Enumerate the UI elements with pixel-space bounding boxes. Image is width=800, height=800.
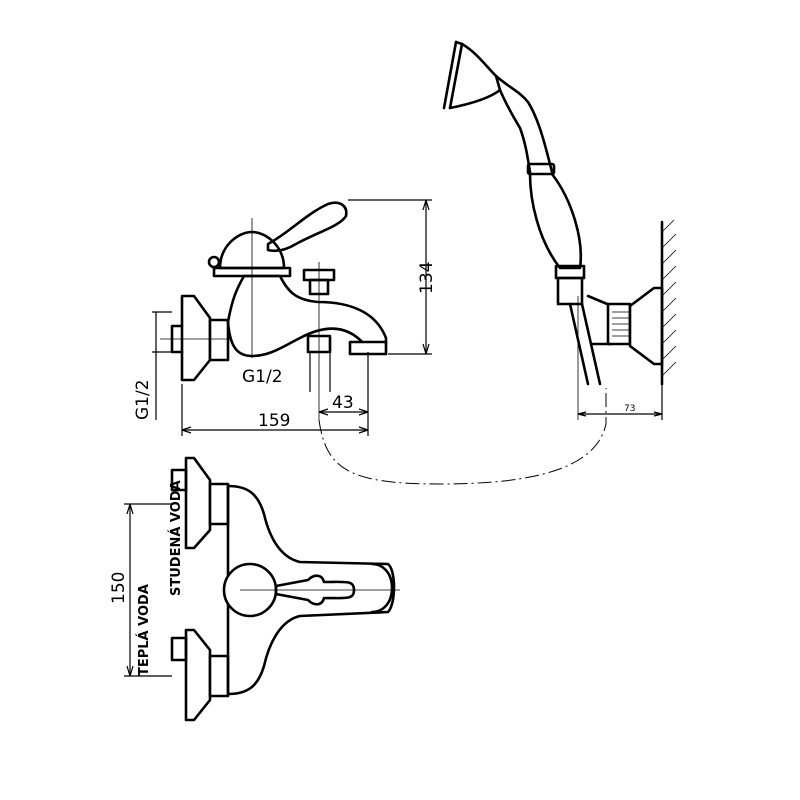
- mixer-side-view: [160, 201, 388, 420]
- dimension-73: 73: [577, 384, 663, 420]
- cold-water-label: STUDENÁ VODA: [168, 480, 184, 596]
- dim-134-label: 134: [417, 262, 437, 294]
- mixer-top-view: [170, 456, 400, 722]
- dimension-lines-side: 134 G1/2 G1/2 43 159: [133, 199, 437, 436]
- hose-path: [318, 388, 607, 485]
- dimension-150: 150 STUDENÁ VODA TEPLÁ VODA: [109, 480, 184, 677]
- dim-150-label: 150: [109, 572, 129, 604]
- dim-43-label: 43: [332, 393, 354, 413]
- dim-159-label: 159: [258, 411, 290, 431]
- hand-shower: [442, 40, 677, 420]
- dim-73-label: 73: [624, 404, 635, 414]
- dim-g12-inlet-label: G1/2: [133, 379, 153, 420]
- dim-g12-outlet-label: G1/2: [242, 367, 283, 387]
- hot-water-label: TEPLÁ VODA: [136, 584, 152, 676]
